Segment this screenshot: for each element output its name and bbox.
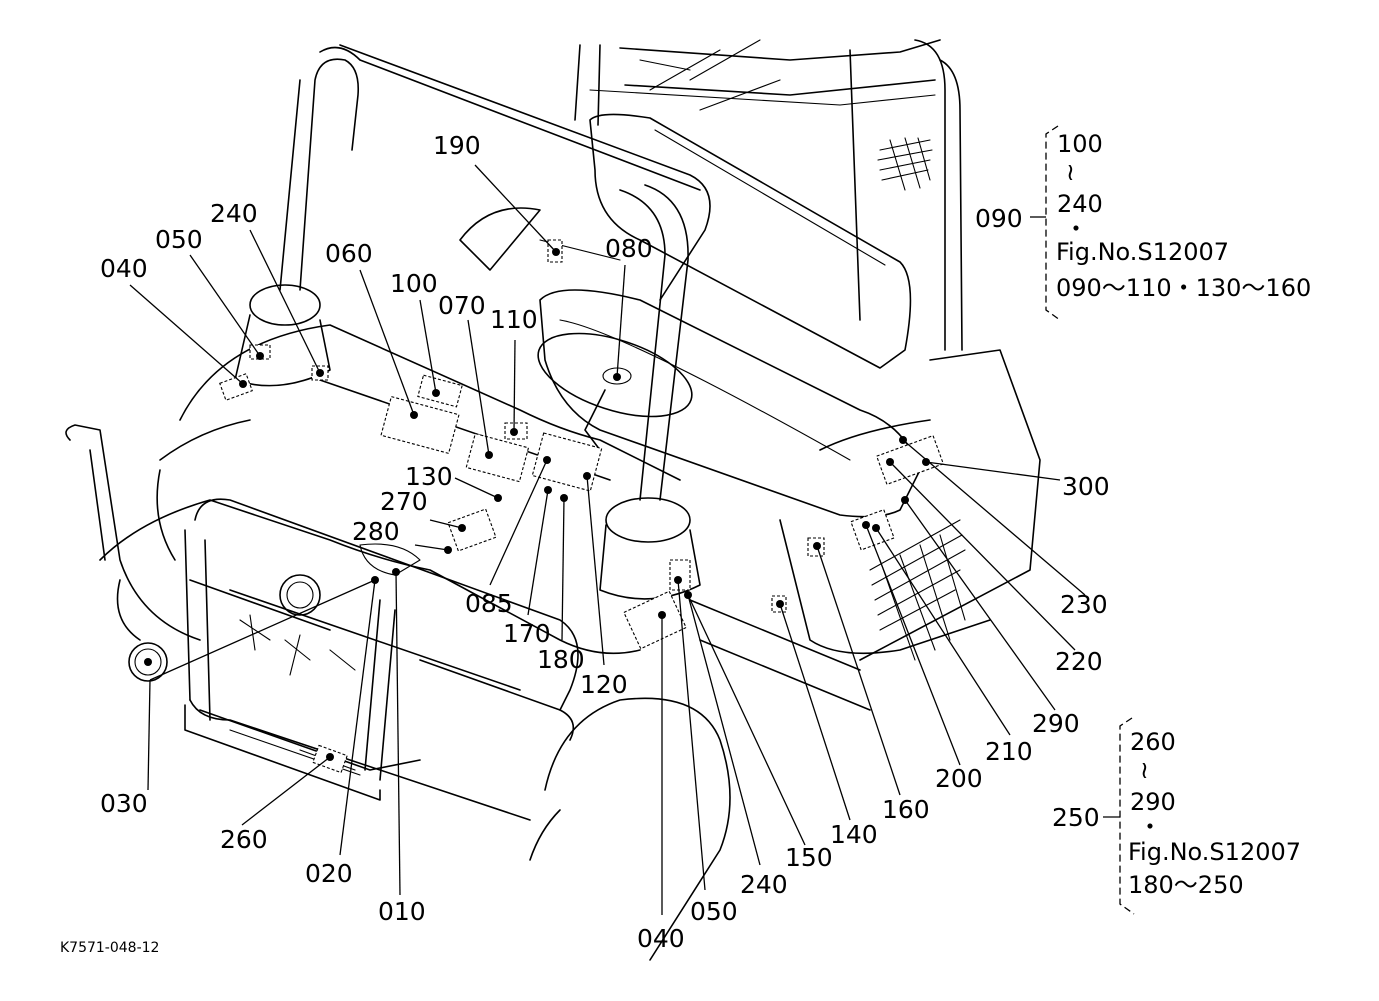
- note-upper-fig: Fig.No.S12007: [1056, 238, 1229, 266]
- part-label-190: 190: [433, 131, 481, 160]
- part-label-160: 160: [882, 795, 930, 824]
- note-lower-to: 290: [1130, 788, 1176, 816]
- part-label-170: 170: [503, 619, 551, 648]
- part-label-150: 150: [785, 843, 833, 872]
- part-label-230: 230: [1060, 590, 1108, 619]
- part-label-140: 140: [830, 820, 878, 849]
- part-label-250: 250: [1052, 803, 1100, 832]
- part-label-280: 280: [352, 517, 400, 546]
- leader-lines: [129, 164, 1086, 915]
- part-label-030: 030: [100, 789, 148, 818]
- note-lower-tilde: ≀: [1140, 756, 1149, 784]
- bracket-notes: [1030, 125, 1135, 915]
- part-label-270: 270: [380, 487, 428, 516]
- note-upper-from: 100: [1057, 130, 1103, 158]
- part-label-040-right: 040: [637, 924, 685, 953]
- note-upper-dot: ・: [1064, 215, 1088, 243]
- part-label-110: 110: [490, 305, 538, 334]
- part-label-120: 120: [580, 670, 628, 699]
- part-label-200: 200: [935, 764, 983, 793]
- note-lower-range: 180～250: [1128, 871, 1244, 899]
- part-label-240-right: 240: [740, 870, 788, 899]
- part-label-010: 010: [378, 897, 426, 926]
- note-lower-dot: ・: [1138, 813, 1162, 841]
- decals: [144, 239, 945, 774]
- note-upper-to: 240: [1057, 190, 1103, 218]
- part-label-210: 210: [985, 737, 1033, 766]
- part-label-060: 060: [325, 239, 373, 268]
- part-label-100: 100: [390, 269, 438, 298]
- drawing-code: K7571-048-12: [60, 940, 159, 956]
- note-upper: 100 ≀ 240 ・ Fig.No.S12007 090～110・130～16…: [1056, 130, 1311, 302]
- note-lower-from: 260: [1130, 728, 1176, 756]
- note-lower-fig: Fig.No.S12007: [1128, 838, 1301, 866]
- note-lower: 260 ≀ 290 ・ Fig.No.S12007 180～250: [1128, 728, 1301, 899]
- part-label-070: 070: [438, 291, 486, 320]
- part-label-085: 085: [465, 589, 513, 618]
- part-label-020: 020: [305, 859, 353, 888]
- part-label-040-left: 040: [100, 254, 148, 283]
- part-label-300: 300: [1062, 472, 1110, 501]
- part-label-130: 130: [405, 462, 453, 491]
- part-label-050-left: 050: [155, 225, 203, 254]
- part-label-260: 260: [220, 825, 268, 854]
- part-label-090: 090: [975, 204, 1023, 233]
- part-label-240-left: 240: [210, 199, 258, 228]
- part-label-180: 180: [537, 645, 585, 674]
- part-label-050-right: 050: [690, 897, 738, 926]
- part-label-290: 290: [1032, 709, 1080, 738]
- part-number-labels: 030 260 020 010 040 050 240 060 100 070 …: [100, 131, 1110, 953]
- vehicle-outline: [65, 39, 1041, 961]
- note-upper-range: 090～110・130～160: [1056, 274, 1311, 302]
- part-label-080: 080: [605, 234, 653, 263]
- note-upper-tilde: ≀: [1066, 158, 1075, 186]
- part-label-220: 220: [1055, 647, 1103, 676]
